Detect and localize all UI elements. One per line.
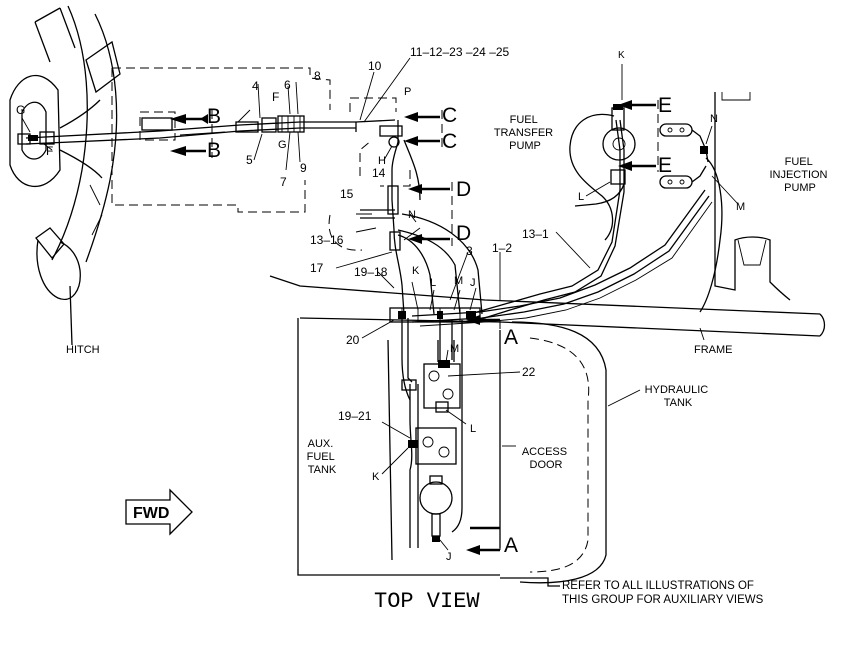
letter-m-low: M bbox=[454, 275, 463, 287]
section-c-lower: C bbox=[442, 130, 457, 153]
section-letters: B B C C D D E E A A bbox=[207, 94, 672, 557]
tank-outlines bbox=[297, 318, 607, 587]
letter-m-tank: M bbox=[450, 343, 459, 355]
callout-3: 3 bbox=[466, 244, 473, 258]
letter-h: H bbox=[378, 155, 386, 167]
fuel-transfer-pump-label: FUEL TRANSFER PUMP bbox=[494, 114, 556, 152]
callout-8: 8 bbox=[314, 69, 321, 83]
section-e-lower: E bbox=[658, 154, 672, 177]
fwd-label: FWD bbox=[133, 505, 169, 522]
leader-lines bbox=[21, 57, 739, 551]
frame-rail bbox=[269, 92, 826, 337]
callout-15: 15 bbox=[340, 187, 354, 201]
filter-assembly-upper bbox=[360, 125, 403, 251]
letter-p: P bbox=[404, 86, 411, 98]
callout-7: 7 bbox=[280, 175, 287, 189]
callout-19-21: 19–21 bbox=[338, 409, 372, 423]
view-title: TOP VIEW bbox=[374, 589, 480, 614]
engine-outline bbox=[111, 67, 411, 251]
frame-label: FRAME bbox=[694, 344, 733, 356]
letter-l-tank: L bbox=[470, 423, 476, 435]
valve-assembly-tank bbox=[401, 360, 461, 542]
fuel-transfer-pump-component bbox=[602, 104, 636, 185]
section-b-lower: B bbox=[207, 139, 221, 162]
letter-g-left: G bbox=[16, 103, 25, 117]
letter-f-left: F bbox=[46, 144, 53, 158]
letter-k-tank: K bbox=[372, 471, 380, 483]
callout-13-1: 13–1 bbox=[522, 227, 549, 241]
letter-j-tank: J bbox=[446, 551, 452, 563]
section-a-lower: A bbox=[504, 534, 518, 557]
callout-17: 17 bbox=[310, 261, 324, 275]
hitch-label: HITCH bbox=[66, 344, 100, 356]
aux-fuel-tank-label: AUX. FUEL TANK bbox=[307, 438, 338, 476]
letter-n-mid: N bbox=[408, 209, 416, 221]
letter-n-right: N bbox=[710, 113, 718, 125]
section-arrows bbox=[170, 100, 659, 555]
callout-1-2: 1–2 bbox=[492, 241, 512, 255]
callout-10: 10 bbox=[368, 59, 382, 73]
component-labels: FUEL TRANSFER PUMP FUEL INJECTION PUMP H… bbox=[66, 114, 830, 476]
section-d-upper: D bbox=[456, 178, 471, 201]
callout-6: 6 bbox=[284, 78, 291, 92]
forward-arrow: FWD bbox=[125, 488, 193, 536]
letter-l-right: L bbox=[578, 191, 584, 203]
hitch-assembly bbox=[9, 5, 121, 346]
callout-numbers: 11–12–23 –24 –25 10 8 6 4 5 7 9 14 15 13… bbox=[246, 45, 549, 423]
letter-tags: G F F G P H N K L N M K L M J M L K J bbox=[16, 50, 745, 563]
callout-20: 20 bbox=[346, 333, 360, 347]
letter-f-mid: F bbox=[272, 90, 279, 104]
callout-13-16: 13–16 bbox=[310, 233, 344, 247]
callout-11-12-23-24-25: 11–12–23 –24 –25 bbox=[410, 45, 510, 59]
callout-19-18: 19–18 bbox=[354, 265, 388, 279]
access-door-label: ACCESS DOOR bbox=[522, 446, 570, 471]
callout-9: 9 bbox=[300, 161, 307, 175]
section-e-upper: E bbox=[658, 94, 672, 117]
fuel-injection-pump-component bbox=[659, 123, 709, 189]
section-a-upper: A bbox=[504, 326, 518, 349]
hydraulic-tank-label: HYDRAULIC TANK bbox=[645, 384, 712, 409]
letter-k-top: K bbox=[618, 50, 625, 61]
fuel-lines bbox=[25, 113, 723, 548]
section-d-lower: D bbox=[456, 222, 471, 245]
reference-note: REFER TO ALL ILLUSTRATIONS OF THIS GROUP… bbox=[562, 580, 764, 606]
letter-g-mid: G bbox=[278, 139, 287, 151]
callout-22: 22 bbox=[522, 365, 536, 379]
letter-k-low: K bbox=[412, 265, 420, 277]
letter-m-right: M bbox=[736, 201, 745, 213]
fuel-injection-pump-label: FUEL INJECTION PUMP bbox=[769, 156, 830, 194]
callout-4: 4 bbox=[252, 79, 259, 93]
letter-j-low: J bbox=[470, 277, 476, 289]
section-c-upper: C bbox=[442, 104, 457, 127]
letter-l-low: L bbox=[430, 277, 436, 289]
callout-5: 5 bbox=[246, 153, 253, 167]
section-b-upper: B bbox=[207, 105, 221, 128]
callout-14: 14 bbox=[372, 166, 386, 180]
